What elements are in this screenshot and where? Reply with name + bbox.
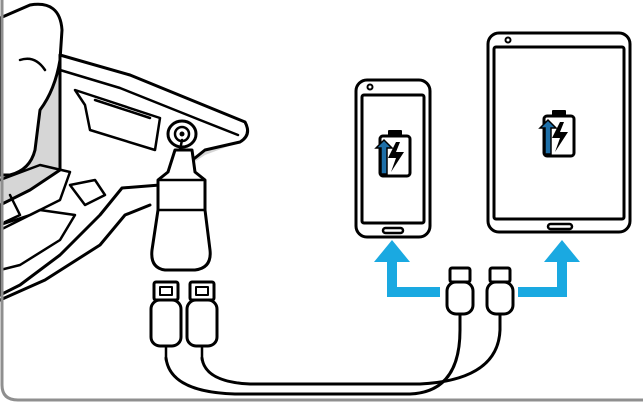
car-console <box>0 2 250 302</box>
smartphone <box>354 78 432 239</box>
tablet <box>486 31 632 234</box>
phone-charge-arrow <box>374 240 440 297</box>
car-charger <box>150 138 212 272</box>
tablet-battery-icon <box>538 110 576 158</box>
phone-battery-icon <box>374 130 412 178</box>
tablet-charge-arrow <box>518 240 580 297</box>
gear-shift-knob <box>0 2 64 177</box>
usb-cables <box>149 266 515 396</box>
